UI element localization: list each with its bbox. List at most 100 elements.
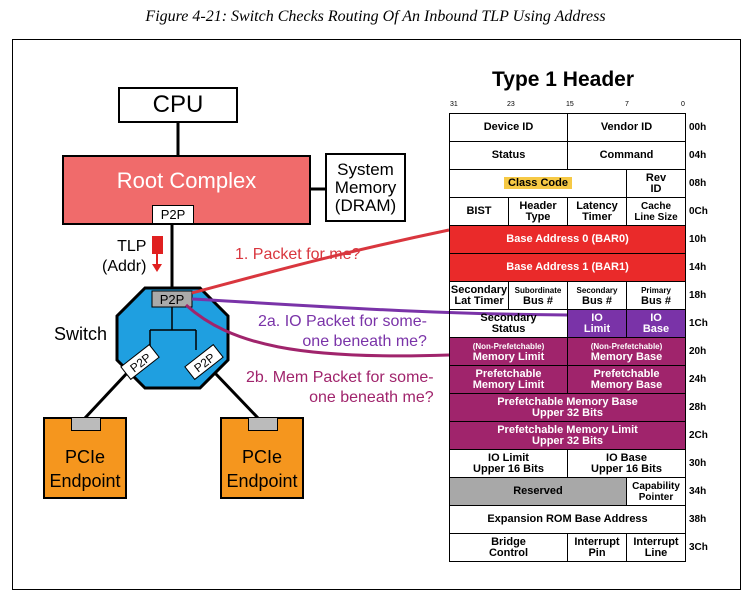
figure-caption: Figure 4-21: Switch Checks Routing Of An… bbox=[145, 8, 606, 25]
offset-1ch: 1Ch bbox=[689, 318, 708, 329]
offset-00h: 00h bbox=[689, 122, 707, 133]
cpu-box: CPU bbox=[118, 87, 238, 123]
system-memory-box: System Memory (DRAM) bbox=[325, 153, 406, 222]
rev-id-line1: Rev bbox=[645, 171, 667, 184]
offset-04h: 04h bbox=[689, 150, 707, 161]
cache-line-size-line1: Cache bbox=[640, 200, 671, 212]
endpoint-right-link bbox=[212, 370, 260, 420]
label-io-packet-line1: 2a. IO Packet for some- bbox=[258, 313, 427, 330]
label-io-packet: 2a. IO Packet for some- one beneath me? bbox=[258, 312, 427, 352]
route-line-packet-for-me bbox=[191, 228, 450, 295]
secondary-status-line2: Status bbox=[491, 322, 526, 335]
cell-memory-limit: (Non-Prefetchable)Memory Limit bbox=[449, 337, 568, 366]
offset-18h: 18h bbox=[689, 290, 707, 301]
tlp-label-line1: TLP bbox=[117, 238, 147, 255]
interrupt-pin-line2: Pin bbox=[588, 546, 606, 559]
cell-status: Status bbox=[449, 141, 568, 170]
offset-2ch: 2Ch bbox=[689, 430, 708, 441]
offset-08h: 08h bbox=[689, 178, 707, 189]
class-code-label: Class Code bbox=[504, 177, 572, 189]
interrupt-pin-line1: Interrupt bbox=[574, 535, 620, 548]
tlp-label-line2: (Addr) bbox=[102, 258, 147, 275]
offset-30h: 30h bbox=[689, 458, 707, 469]
io-base-upper-line1: IO Base bbox=[606, 451, 647, 464]
cache-line-size-line2: Line Size bbox=[634, 211, 678, 223]
label-io-packet-line2: one beneath me? bbox=[302, 333, 427, 350]
primary-bus-line1: Primary bbox=[641, 285, 671, 295]
memory-base-np: (Non-Prefetchable) bbox=[590, 341, 663, 351]
secondary-status-line1: Secondary bbox=[480, 311, 537, 324]
tlp-packet-icon bbox=[152, 236, 163, 254]
label-packet-for-me: 1. Packet for me? bbox=[235, 246, 361, 263]
pref-limit-upper-line1: Prefetchable Memory Limit bbox=[497, 423, 638, 436]
offset-28h: 28h bbox=[689, 402, 707, 413]
label-mem-packet: 2b. Mem Packet for some- one beneath me? bbox=[246, 368, 434, 408]
io-base-line1: IO bbox=[650, 311, 662, 324]
endpoint-left-line1: PCIe bbox=[64, 447, 106, 467]
root-complex-p2p: P2P bbox=[152, 205, 194, 224]
latency-timer-line2: Timer bbox=[582, 210, 612, 223]
cell-bar0: Base Address 0 (BAR0) bbox=[449, 225, 686, 254]
label-mem-packet-line2: one beneath me? bbox=[309, 389, 434, 406]
cell-bar1: Base Address 1 (BAR1) bbox=[449, 253, 686, 282]
io-base-line2: Base bbox=[642, 322, 670, 335]
bit-label-31: 31 bbox=[450, 101, 458, 108]
label-mem-packet-line1: 2b. Mem Packet for some- bbox=[246, 369, 434, 386]
io-limit-upper-line2: Upper 16 Bits bbox=[473, 462, 544, 475]
endpoint-right-line2: Endpoint bbox=[226, 471, 298, 491]
system-memory-line3: (DRAM) bbox=[334, 195, 397, 215]
latency-timer-line1: Latency bbox=[576, 199, 618, 212]
pref-base-upper-line2: Upper 32 Bits bbox=[532, 406, 603, 419]
capability-pointer-line2: Pointer bbox=[638, 491, 674, 503]
secondary-bus-line2: Bus # bbox=[582, 294, 612, 307]
cell-reserved: Reserved bbox=[449, 477, 627, 506]
offset-14h: 14h bbox=[689, 262, 707, 273]
offset-10h: 10h bbox=[689, 234, 707, 245]
interrupt-line-line1: Interrupt bbox=[633, 535, 679, 548]
rev-id-line2: ID bbox=[650, 182, 662, 195]
cell-memory-base: (Non-Prefetchable)Memory Base bbox=[567, 337, 686, 366]
pref-base-upper-line1: Prefetchable Memory Base bbox=[497, 395, 638, 408]
figure-frame bbox=[12, 39, 741, 590]
switch-upstream-p2p-label: P2P bbox=[160, 292, 185, 307]
bit-label-15: 15 bbox=[566, 101, 574, 108]
capability-pointer-line1: Capability bbox=[632, 480, 680, 492]
cell-device-id: Device ID bbox=[449, 113, 568, 142]
route-line-mem bbox=[184, 303, 450, 358]
cell-command: Command bbox=[567, 141, 686, 170]
header-type-line1: Header bbox=[519, 199, 557, 212]
cell-bist: BIST bbox=[449, 197, 509, 226]
bridge-control-line2: Control bbox=[488, 546, 529, 559]
tlp-label: TLP (Addr) bbox=[102, 237, 147, 277]
secondary-bus-line1: Secondary bbox=[576, 285, 618, 295]
header-type-line2: Type bbox=[525, 210, 551, 223]
subordinate-bus-line2: Bus # bbox=[523, 294, 553, 307]
cell-expansion-rom: Expansion ROM Base Address bbox=[449, 505, 686, 534]
io-limit-line1: IO bbox=[591, 311, 603, 324]
header-title: Type 1 Header bbox=[492, 68, 635, 91]
cell-class-code: Class Code bbox=[449, 169, 627, 198]
tlp-arrow-head-icon bbox=[152, 264, 162, 272]
memory-limit-text: Memory Limit bbox=[472, 350, 545, 363]
